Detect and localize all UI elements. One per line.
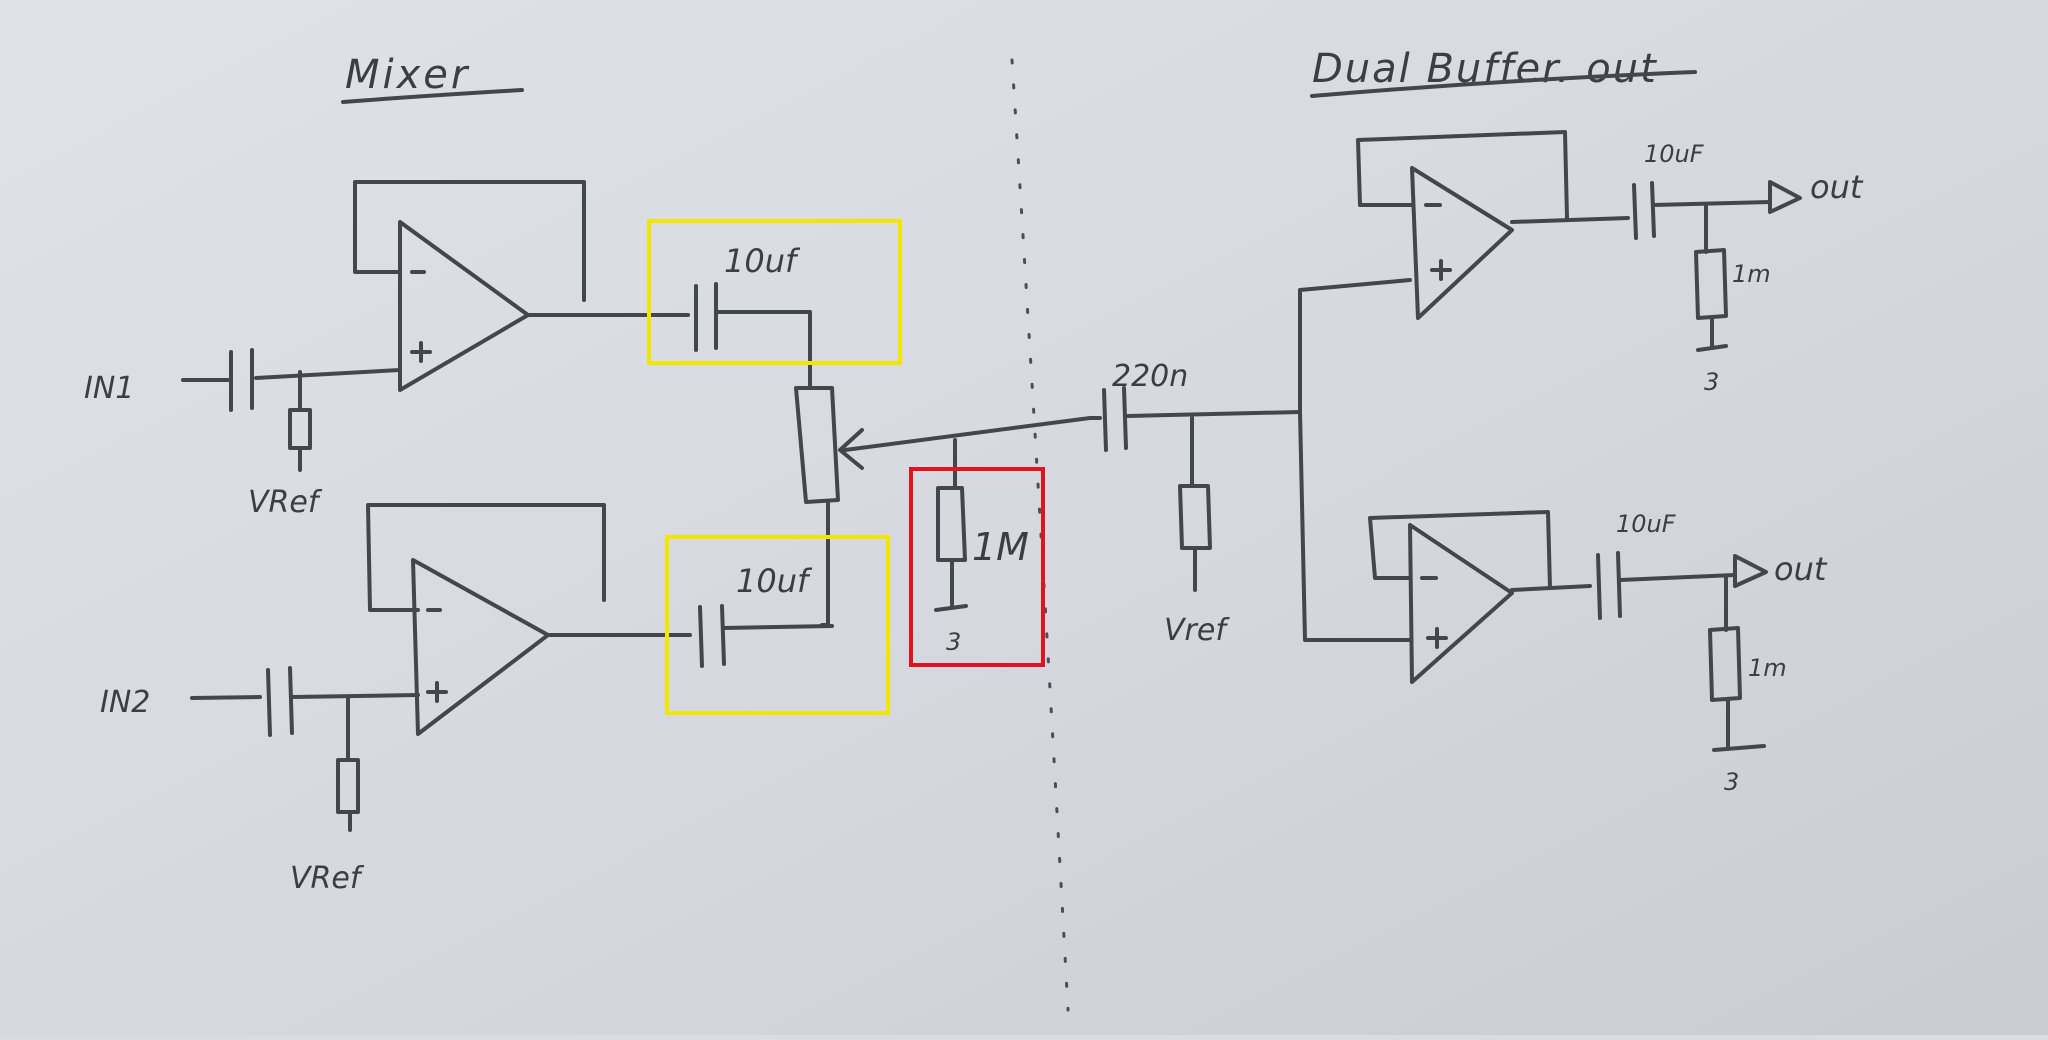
in2-label: IN2	[100, 685, 150, 720]
in2-wire	[190, 693, 420, 700]
mix-resistor-label: 1M	[972, 525, 1029, 569]
in2-capacitor	[266, 666, 294, 737]
bottom-buffer-output-capacitor	[1596, 551, 1737, 620]
mixer-title-underline	[341, 88, 524, 104]
mid-bias-resistor	[1178, 416, 1212, 592]
opamp-bottom-right	[1368, 510, 1552, 684]
mixer-title: Mixer	[345, 52, 470, 98]
mix-resistor-highlight	[909, 467, 1045, 667]
in1-capacitor	[229, 348, 254, 412]
bottom-coupling-capacitor	[698, 604, 834, 668]
out2-label: out	[1774, 550, 1828, 588]
mid-coupling-wire	[1088, 410, 1302, 420]
top-cap-label: 10uf	[724, 242, 801, 280]
top-out-resistor	[1694, 203, 1728, 352]
out1-label: out	[1810, 168, 1864, 206]
out2-arrow	[1733, 554, 1768, 588]
opamp-top-right	[1356, 130, 1569, 320]
in1-bias-resistor	[288, 370, 312, 472]
ground-symbol-2: 3	[1704, 368, 1719, 396]
bottom-cap-highlight	[665, 535, 890, 715]
buffer-input-bus	[1298, 278, 1412, 642]
top-out-resistor-label: 1m	[1732, 260, 1771, 288]
opamp-bottom-left	[366, 503, 606, 736]
ground-symbol-3: 3	[1724, 768, 1739, 796]
ground-symbol-1: 3	[946, 628, 961, 656]
in2-bias-resistor	[336, 695, 360, 832]
in1-wire	[181, 368, 402, 382]
bottom-out-resistor	[1708, 576, 1766, 752]
bottom-out-resistor-label: 1m	[1748, 654, 1787, 682]
top-cap-highlight	[647, 219, 902, 365]
vref-label-2: VRef	[290, 861, 365, 896]
bottom-out-cap-label: 10uF	[1616, 510, 1677, 538]
vref-label-1: VRef	[248, 485, 323, 520]
bottom-cap-label: 10uf	[736, 562, 813, 600]
opamp-top-left	[353, 180, 586, 392]
bottom-buffer-output-wire	[1510, 584, 1592, 592]
mid-coupling-capacitor	[1102, 386, 1128, 452]
out1-arrow	[1768, 180, 1802, 214]
mid-cap-label: 220n	[1112, 359, 1188, 394]
vref-label-3: Vref	[1164, 613, 1230, 648]
top-buffer-output-capacitor	[1632, 181, 1772, 240]
buffer-title-underline	[1310, 70, 1697, 98]
buffer-title: Dual Buffer. out	[1312, 46, 1658, 92]
in1-label: IN1	[84, 371, 134, 406]
top-out-cap-label: 10uF	[1644, 140, 1705, 168]
mix-node-resistor	[934, 438, 968, 612]
top-buffer-output-wire	[1510, 216, 1630, 224]
